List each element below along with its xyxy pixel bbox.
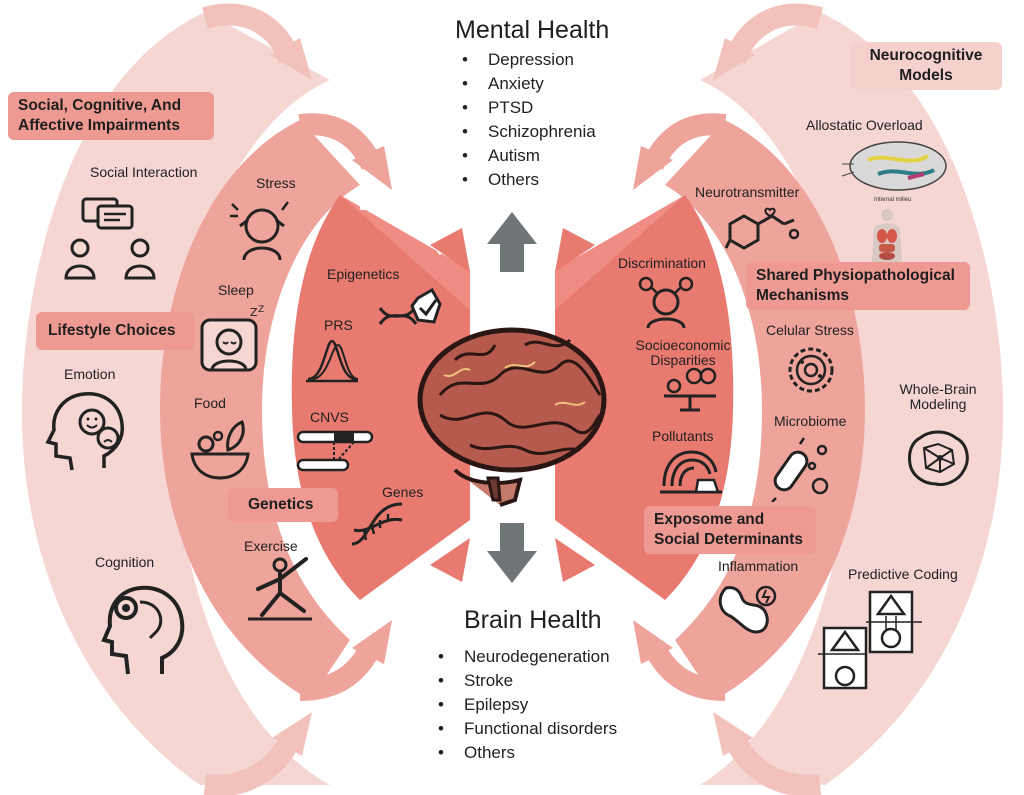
svg-text:Z: Z (250, 306, 258, 319)
list-item: Autism (462, 144, 596, 168)
label-sleep: Sleep (218, 282, 254, 298)
list-item: Functional disorders (438, 717, 617, 741)
emotion-head-icon (44, 388, 134, 478)
x-right-top (555, 195, 685, 310)
middle-band-left (160, 120, 360, 700)
dna-icon (350, 500, 406, 548)
discrimination-icon (636, 276, 696, 328)
list-item: Others (438, 741, 617, 765)
box-neurocognitive-models: Neurocognitive Models (850, 42, 1002, 91)
label-prs: PRS (324, 317, 353, 333)
down-arrow (487, 523, 537, 583)
whole-brain-network-icon (906, 430, 970, 486)
food-icon (188, 416, 252, 480)
cognition-head-icon (100, 582, 192, 678)
x-left-top (340, 195, 470, 310)
chat-icon (80, 196, 136, 236)
label-neurotransmitter: Neurotransmitter (695, 184, 800, 200)
svg-text:Z: Z (258, 305, 264, 315)
prs-curve-icon (304, 337, 360, 385)
label-stress: Stress (256, 175, 296, 191)
brain-illustration (417, 327, 607, 507)
cnvs-icon (296, 428, 376, 474)
scale-icon (660, 366, 720, 414)
mental-health-title: Mental Health (455, 16, 610, 44)
label-inflammation: Inflammation (718, 558, 799, 574)
box-social-cognitive-affective: Social, Cognitive, And Affective Impairm… (8, 92, 214, 141)
list-item: Stroke (438, 669, 617, 693)
brain-health-title: Brain Health (464, 606, 602, 634)
inflammation-icon (712, 582, 778, 638)
label-predictive-coding: Predictive Coding (848, 566, 958, 582)
microbe-icon (770, 436, 834, 502)
label-food: Food (194, 395, 226, 411)
label-cellular-stress: Celular Stress (766, 322, 854, 338)
label-microbiome: Microbiome (774, 413, 847, 429)
mental-health-list: Depression Anxiety PTSD Schizophrenia Au… (462, 48, 596, 192)
list-item: Anxiety (462, 72, 596, 96)
inner-band-right (555, 195, 734, 600)
up-arrow (487, 212, 537, 272)
epigenetics-icon (378, 286, 442, 328)
label-emotion: Emotion (64, 366, 116, 382)
list-item: Depression (462, 48, 596, 72)
list-item: Neurodegeneration (438, 645, 617, 669)
box-genetics: Genetics (228, 488, 338, 523)
label-cnvs: CNVS (310, 409, 349, 425)
label-pollutants: Pollutants (652, 428, 714, 444)
label-epigenetics: Epigenetics (327, 266, 400, 282)
label-socioeconomic: Socioeconomic Disparities (635, 337, 731, 369)
pollutants-icon (658, 446, 724, 496)
list-item: Epilepsy (438, 693, 617, 717)
allostatic-brain-figure (838, 138, 956, 196)
brain-health-list: Neurodegeneration Stroke Epilepsy Functi… (438, 645, 617, 765)
list-item: PTSD (462, 96, 596, 120)
stress-icon (226, 196, 296, 262)
body-organs-figure (862, 208, 912, 262)
list-item: Others (462, 168, 596, 192)
allostatic-caption: Internal milieu (874, 197, 912, 203)
exercise-icon (244, 555, 316, 623)
predictive-coding-icon (816, 588, 926, 694)
box-shared-mechanisms: Shared Physiopathological Mechanisms (746, 262, 970, 311)
cell-icon (786, 346, 836, 394)
label-whole-brain-modeling: Whole-Brain Modeling (899, 381, 977, 413)
label-discrimination: Discrimination (618, 255, 706, 271)
label-exercise: Exercise (244, 538, 298, 554)
list-item: Schizophrenia (462, 120, 596, 144)
label-cognition: Cognition (95, 554, 155, 570)
neurotransmitter-icon (724, 206, 800, 254)
label-allostatic-overload: Allostatic Overload (806, 117, 923, 133)
box-lifestyle-choices: Lifestyle Choices (36, 312, 194, 351)
box-exposome: Exposome and Social Determinants (644, 506, 816, 555)
label-social-interaction: Social Interaction (90, 164, 198, 180)
people-icon (64, 238, 160, 280)
label-genes: Genes (382, 484, 424, 500)
